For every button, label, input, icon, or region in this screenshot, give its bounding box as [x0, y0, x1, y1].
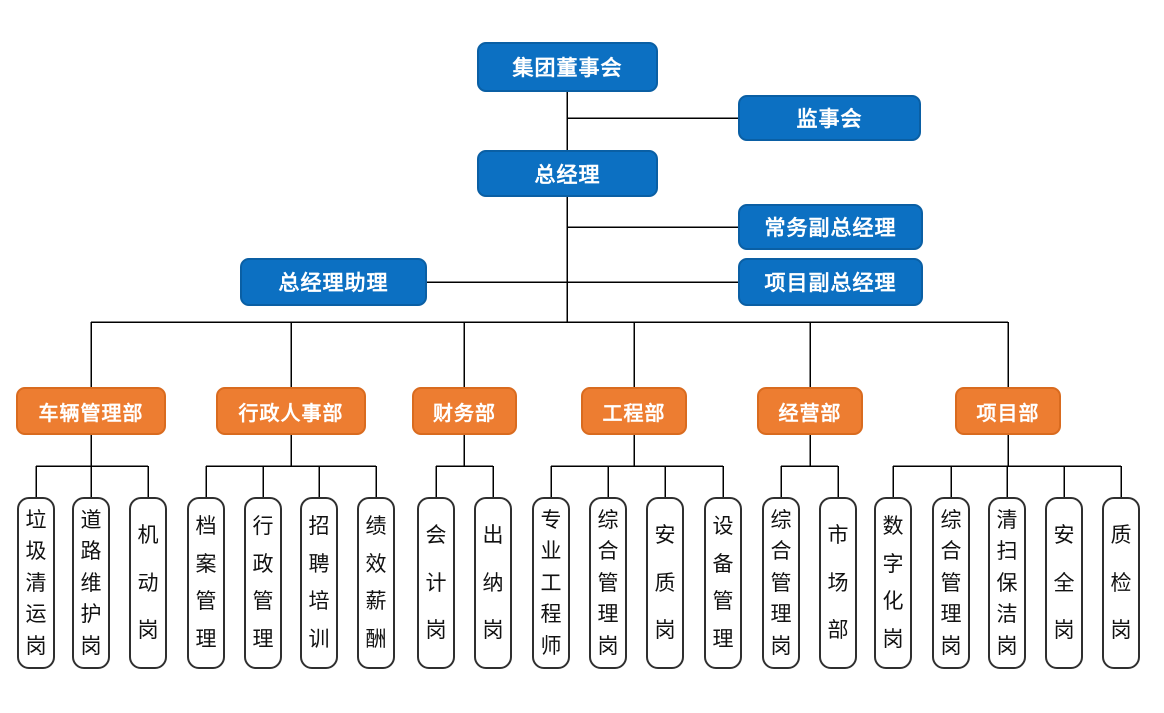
node-position-road-maintenance: 道路维护岗 [72, 497, 110, 669]
node-general-manager: 总经理 [477, 150, 658, 197]
node-position-digitalization: 数字化岗 [874, 497, 912, 669]
node-dept-engineering: 工程部 [581, 387, 687, 435]
node-position-general-management-proj: 综合管理岗 [932, 497, 970, 669]
node-position-archives-management: 档案管理 [187, 497, 225, 669]
node-position-admin-management: 行政管理 [244, 497, 282, 669]
node-supervisory-board: 监事会 [738, 95, 921, 141]
node-dept-vehicle-management: 车辆管理部 [16, 387, 166, 435]
node-position-market-dept: 市场部 [819, 497, 857, 669]
node-position-cleaning: 清扫保洁岗 [988, 497, 1026, 669]
node-position-professional-engineer: 专业工程师 [532, 497, 570, 669]
node-position-cashier: 出纳岗 [474, 497, 512, 669]
node-position-mobile-duty: 机动岗 [129, 497, 167, 669]
node-position-quality-inspection: 质检岗 [1102, 497, 1140, 669]
node-executive-deputy-gm: 常务副总经理 [738, 204, 923, 250]
node-position-safety: 安全岗 [1045, 497, 1083, 669]
node-position-equipment-management: 设备管理 [704, 497, 742, 669]
node-position-garbage-collection: 垃圾清运岗 [17, 497, 55, 669]
node-position-general-management-eng: 综合管理岗 [589, 497, 627, 669]
node-dept-finance: 财务部 [412, 387, 517, 435]
node-gm-assistant: 总经理助理 [240, 258, 427, 306]
node-group-board: 集团董事会 [477, 42, 658, 92]
node-position-general-management-ops: 综合管理岗 [762, 497, 800, 669]
node-dept-admin-hr: 行政人事部 [216, 387, 366, 435]
node-position-safety-quality: 安质岗 [646, 497, 684, 669]
node-project-deputy-gm: 项目副总经理 [738, 258, 923, 306]
node-dept-project: 项目部 [955, 387, 1061, 435]
node-dept-operations: 经营部 [757, 387, 863, 435]
node-position-recruiting-training: 招聘培训 [300, 497, 338, 669]
node-position-accounting: 会计岗 [417, 497, 455, 669]
node-position-performance-payroll: 绩效薪酬 [357, 497, 395, 669]
